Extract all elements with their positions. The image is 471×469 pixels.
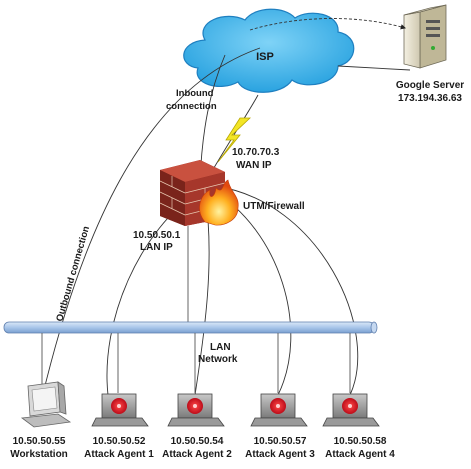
- lan-network-label-2: Network: [198, 354, 238, 365]
- attack-agent-2-ip: 10.50.50.54: [171, 436, 224, 447]
- lan-ip-label: LAN IP: [140, 242, 173, 253]
- attack-agent-1-ip: 10.50.50.52: [93, 436, 146, 447]
- attack-agent-2-name: Attack Agent 2: [162, 449, 232, 460]
- attack-agent-4-name: Attack Agent 4: [325, 449, 395, 460]
- agent4-connection: [213, 185, 359, 396]
- wan-ip: 10.70.70.3: [232, 147, 280, 158]
- inbound-label-2: connection: [166, 101, 217, 112]
- attack-agent-2-icon: [167, 393, 225, 427]
- lightning-icon: [217, 117, 252, 163]
- lan-network-label-1: LAN: [210, 342, 231, 353]
- inbound-label-1: Inbound: [176, 88, 214, 99]
- firewall-icon: [159, 160, 239, 226]
- isp-label: ISP: [256, 51, 274, 63]
- attack-agent-3-ip: 10.50.50.57: [254, 436, 307, 447]
- outbound-connection-line: [41, 47, 261, 399]
- isp-server-link: [337, 65, 411, 71]
- workstation-ip: 10.50.50.55: [13, 436, 66, 447]
- firewall-label: UTM/Firewall: [243, 201, 305, 212]
- isp-cloud: ISP: [183, 8, 355, 93]
- lan-bus: [3, 321, 378, 334]
- workstation-icon: [20, 381, 72, 428]
- wan-label: WAN IP: [236, 160, 272, 171]
- google-server-name: Google Server: [396, 80, 464, 91]
- workstation-name: Workstation: [10, 449, 68, 460]
- lan-ip: 10.50.50.1: [133, 230, 181, 241]
- outbound-label: Outbound connection: [54, 225, 92, 323]
- attack-agent-1-name: Attack Agent 1: [84, 449, 154, 460]
- google-server-ip: 173.194.36.63: [398, 93, 462, 104]
- attack-agent-4-ip: 10.50.50.58: [334, 436, 387, 447]
- attack-agent-1-icon: [91, 393, 149, 427]
- google-server-icon: [403, 4, 447, 69]
- attack-agent-3-name: Attack Agent 3: [245, 449, 315, 460]
- attack-agent-4-icon: [322, 393, 380, 427]
- server-connection-arrow: [249, 18, 407, 31]
- attack-agent-3-icon: [250, 393, 308, 427]
